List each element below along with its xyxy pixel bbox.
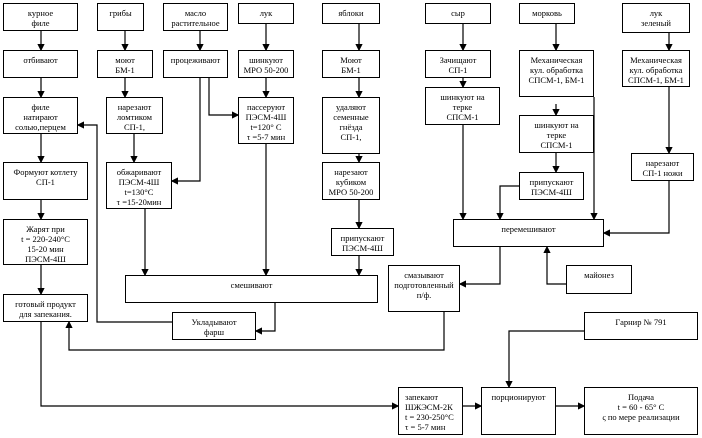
arrow — [208, 78, 240, 119]
box-grate-cheese: шинкуют на терке СПСМ-1 — [425, 87, 500, 125]
box-carrot-mech: Механическая кул. обработка СПСМ-1, БМ-1 — [519, 50, 594, 97]
box-cheese: сыр — [425, 3, 491, 24]
box-shred-onion: шинкуют МРО 50-200 — [238, 50, 294, 78]
arrow — [76, 121, 172, 323]
box-coat: смазывают подготовленный п/ф. — [388, 265, 460, 312]
box-chicken-fillet: курное филе — [3, 3, 78, 31]
box-slice-mushrooms: нарезают ломтиком СП-1, — [106, 97, 163, 134]
arrow — [496, 185, 519, 221]
box-serve: Подача t = 60 - 65° С ς по мере реализац… — [584, 387, 698, 435]
box-poach-apples: припускают ПЭСМ-4Ш — [331, 228, 394, 256]
arrow — [65, 312, 445, 351]
box-carrot: морковь — [519, 3, 575, 24]
box-garnish: Гарнир № 791 — [584, 312, 698, 340]
box-poach-carrot: припускают ПЭСМ-4Ш — [519, 172, 584, 200]
arrow — [170, 78, 201, 185]
box-portion: порционируют — [481, 387, 556, 435]
box-beat: отбивают — [3, 50, 78, 78]
box-cut-green-onion: нарезают СП-1 ножи — [631, 153, 694, 181]
box-wash-mushrooms: моют БМ-1 — [97, 50, 153, 78]
arrow — [458, 247, 501, 288]
box-mayonnaise: майонез — [566, 265, 632, 294]
box-core-apples: удаляют семенные гнёзда СП-1, — [322, 97, 380, 154]
box-ready-product: готовый продукт для запекания. — [3, 294, 88, 322]
box-lay-filling: Укладывают фарш — [172, 312, 256, 340]
box-grate-carrot: шинкуют на терке СПСМ-1 — [519, 115, 594, 153]
box-wash-apples: Моют БМ-1 — [322, 50, 380, 78]
box-saute-onion: пассеруют ПЭСМ-4Ш t=120° С τ =5-7 мин — [238, 97, 294, 144]
box-fry-mushrooms: обжаривают ПЭСМ-4Ш t=130°С τ =15-20мин — [106, 162, 172, 209]
arrow — [602, 181, 670, 237]
arrow — [543, 245, 566, 285]
box-green-onion: лук зеленый — [622, 3, 690, 33]
box-mix-filling: смешивают — [125, 275, 378, 303]
box-oil: масло растительное — [163, 3, 228, 31]
arrow — [254, 303, 276, 335]
box-apples: яблоки — [322, 3, 380, 24]
box-onion: лук — [238, 3, 294, 24]
box-rub-fillet: филе натирают солью,перцем — [3, 97, 78, 134]
box-fry-cutlet: Жарят при t = 220-240°С 15-20 мин ПЭСМ-4… — [3, 219, 88, 265]
box-mushrooms: грибы — [97, 3, 144, 31]
arrow — [505, 330, 584, 389]
box-green-onion-mech: Механическая кул. обработка СПСМ-1, БМ-1 — [622, 50, 690, 87]
box-strain: процеживают — [163, 50, 228, 78]
box-clean-cheese: Зачищают СП-1 — [425, 50, 491, 78]
arrow — [40, 322, 400, 410]
box-form-cutlet: Формуют котлету СП-1 — [3, 162, 88, 200]
box-mix-cheese: перемешивают — [453, 219, 604, 247]
box-bake: запекают ШЖЭСМ-2К t = 230-250°С τ = 5-7 … — [398, 387, 463, 435]
box-dice-apples: нарезают кубиком МРО 50-200 — [322, 162, 380, 200]
